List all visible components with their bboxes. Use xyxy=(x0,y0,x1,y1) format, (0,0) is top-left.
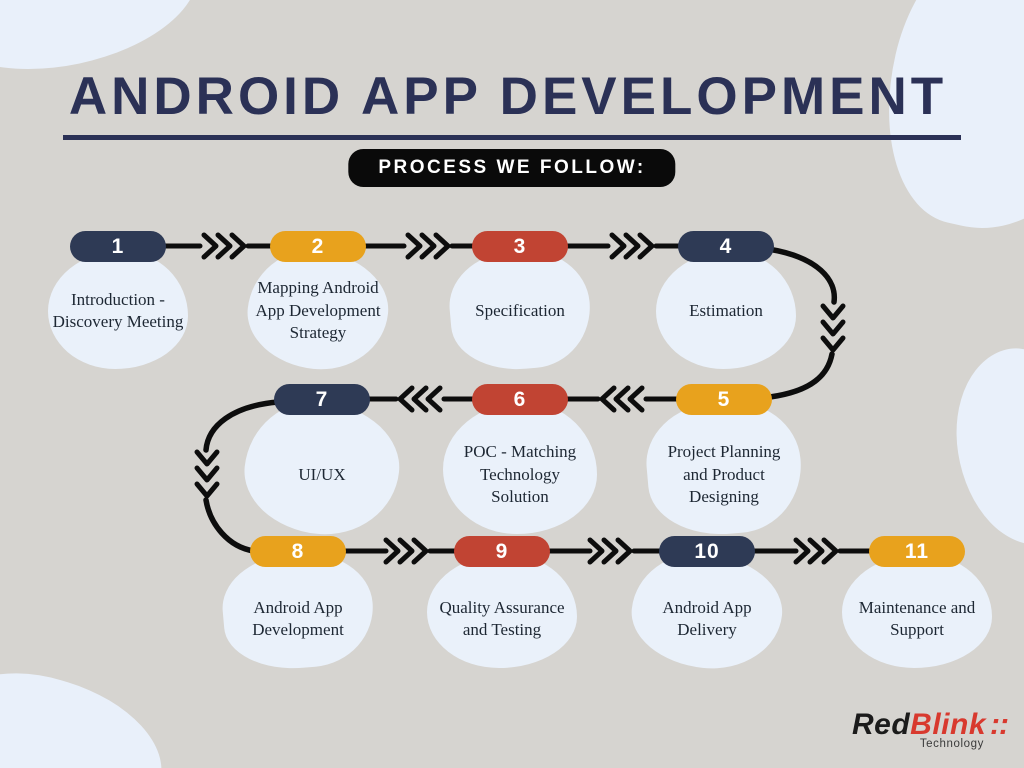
curve-7-to-8 xyxy=(194,399,281,554)
step-blob xyxy=(48,251,188,369)
step-number: 3 xyxy=(513,234,527,258)
step-number-pill: 1 xyxy=(70,231,166,262)
step-number: 10 xyxy=(694,539,720,563)
logo-text-blink: Blink xyxy=(910,708,987,741)
step-label: Quality Assurance and Testing xyxy=(439,597,565,639)
step-number: 5 xyxy=(717,387,731,411)
arrow-2-to-3 xyxy=(361,232,479,260)
step-number-pill: 6 xyxy=(472,384,568,415)
step-number: 1 xyxy=(111,234,125,258)
step-number-pill: 10 xyxy=(659,536,755,567)
step-label: Estimation xyxy=(689,300,763,320)
arrow-5-to-6 xyxy=(561,385,683,413)
step-label: Android App Delivery xyxy=(662,597,752,639)
step-number-pill: 8 xyxy=(250,536,346,567)
arrow-9-to-10 xyxy=(543,537,665,565)
page-title: ANDROID APP DEVELOPMENT xyxy=(62,66,962,140)
step-number-pill: 11 xyxy=(869,536,965,567)
arrow-8-to-9 xyxy=(339,537,461,565)
step-blob xyxy=(656,251,796,369)
step-number-pill: 2 xyxy=(270,231,366,262)
step-number: 6 xyxy=(513,387,527,411)
arrow-10-to-11 xyxy=(747,537,875,565)
redblink-logo: RedBlink:: Technology xyxy=(851,708,1009,750)
arrow-1-to-2 xyxy=(161,232,277,260)
step-number-pill: 9 xyxy=(454,536,550,567)
step-number: 7 xyxy=(315,387,329,411)
process-we-follow-badge: PROCESS WE FOLLOW: xyxy=(348,149,676,187)
logo-tagline: Technology xyxy=(919,738,984,750)
step-number: 2 xyxy=(311,234,325,258)
step-number: 8 xyxy=(291,539,305,563)
step-label: POC - Matching Technology Solution xyxy=(463,442,577,507)
step-number: 11 xyxy=(904,539,930,563)
step-number-pill: 7 xyxy=(274,384,370,415)
step-blob xyxy=(842,554,992,668)
step-label: Maintenance and Support xyxy=(858,597,976,639)
step-number: 9 xyxy=(495,539,509,563)
step-number-pill: 5 xyxy=(676,384,772,415)
step-number: 4 xyxy=(719,234,733,258)
step-blob xyxy=(443,402,597,534)
step-number-pill: 3 xyxy=(472,231,568,262)
logo-text-red: Red xyxy=(851,708,911,741)
step-label: UI/UX xyxy=(298,464,346,484)
step-label: Introduction - Discovery Meeting xyxy=(52,289,184,331)
arrow-3-to-4 xyxy=(565,232,685,260)
step-number-pill: 4 xyxy=(678,231,774,262)
step-label: Project Planning and Product Designing xyxy=(667,442,781,507)
step-label: Android App Development xyxy=(252,597,344,639)
arrow-6-to-7 xyxy=(363,385,479,413)
curve-4-to-5 xyxy=(765,246,846,400)
logo-colon-mark-icon: :: xyxy=(990,708,1009,741)
step-label: Specification xyxy=(475,300,565,320)
step-label: Mapping Android App Development Strategy xyxy=(255,278,381,343)
step-blob xyxy=(427,554,577,668)
